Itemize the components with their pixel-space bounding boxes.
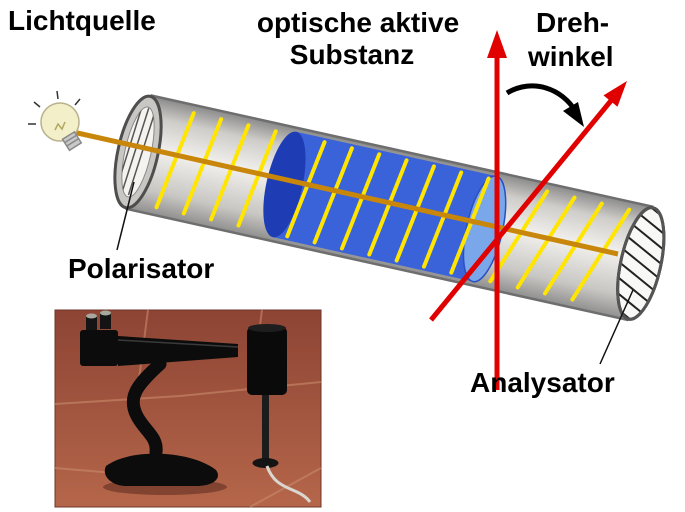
bulb-glass bbox=[40, 102, 80, 142]
substance-left-cap bbox=[263, 131, 306, 238]
tube-top-edge bbox=[150, 94, 654, 209]
label-drehwinkel-line1: Dreh- bbox=[536, 7, 609, 38]
polarized-light-lines-after bbox=[488, 189, 632, 302]
instrument-stand bbox=[126, 357, 167, 459]
bulb-base bbox=[61, 130, 83, 152]
bulb-shine-ticks bbox=[28, 90, 81, 125]
eyepiece-housing bbox=[80, 330, 118, 366]
polarimeter-photo bbox=[54, 309, 322, 508]
label-substanz-line2: Substanz bbox=[290, 39, 414, 70]
analyzer-disc bbox=[609, 204, 673, 323]
rod-foot bbox=[252, 458, 279, 468]
polarisator-pointer-line bbox=[116, 181, 135, 251]
analysator-pointer-line bbox=[599, 289, 634, 365]
knob-1-top bbox=[86, 313, 97, 319]
substance-cylinder bbox=[263, 131, 507, 283]
rotation-angle-indicator bbox=[429, 30, 627, 390]
polarizer-disc bbox=[113, 94, 163, 210]
cable bbox=[265, 465, 312, 503]
bulb-filament bbox=[54, 121, 66, 131]
light-beam bbox=[63, 127, 619, 257]
knob-2-top bbox=[100, 310, 111, 316]
light-bulb-icon bbox=[28, 90, 83, 152]
label-drehwinkel-line2: winkel bbox=[527, 41, 614, 72]
polarimeter-instrument bbox=[80, 310, 312, 503]
label-substanz-line1: optische aktive bbox=[257, 7, 459, 38]
eyepiece-knob-1 bbox=[86, 316, 97, 332]
analyzer-housing bbox=[247, 327, 287, 395]
rotation-angle-arrow bbox=[505, 83, 579, 114]
rotation-arrow-head bbox=[563, 102, 584, 127]
instrument-base bbox=[104, 453, 218, 486]
eyepiece-knob-2 bbox=[100, 313, 111, 329]
sample-tube bbox=[113, 94, 673, 323]
instrument-tube bbox=[118, 336, 238, 366]
substance-body bbox=[272, 131, 497, 282]
label-polarisator: Polarisator bbox=[68, 253, 214, 284]
tube-highlight bbox=[117, 339, 239, 348]
tube-bottom-edge bbox=[125, 207, 629, 322]
polarized-light-lines-before bbox=[154, 111, 278, 228]
analyzer-housing-top bbox=[248, 324, 286, 332]
polarized-light-lines-substance bbox=[285, 140, 491, 275]
vertical-arrow-head bbox=[487, 30, 507, 58]
rotated-polarization-arrow bbox=[429, 95, 616, 322]
label-lichtquelle: Lichtquelle bbox=[8, 5, 156, 36]
label-analysator: Analysator bbox=[470, 367, 615, 398]
support-rod bbox=[262, 395, 269, 461]
rotated-arrow-head bbox=[603, 81, 627, 107]
